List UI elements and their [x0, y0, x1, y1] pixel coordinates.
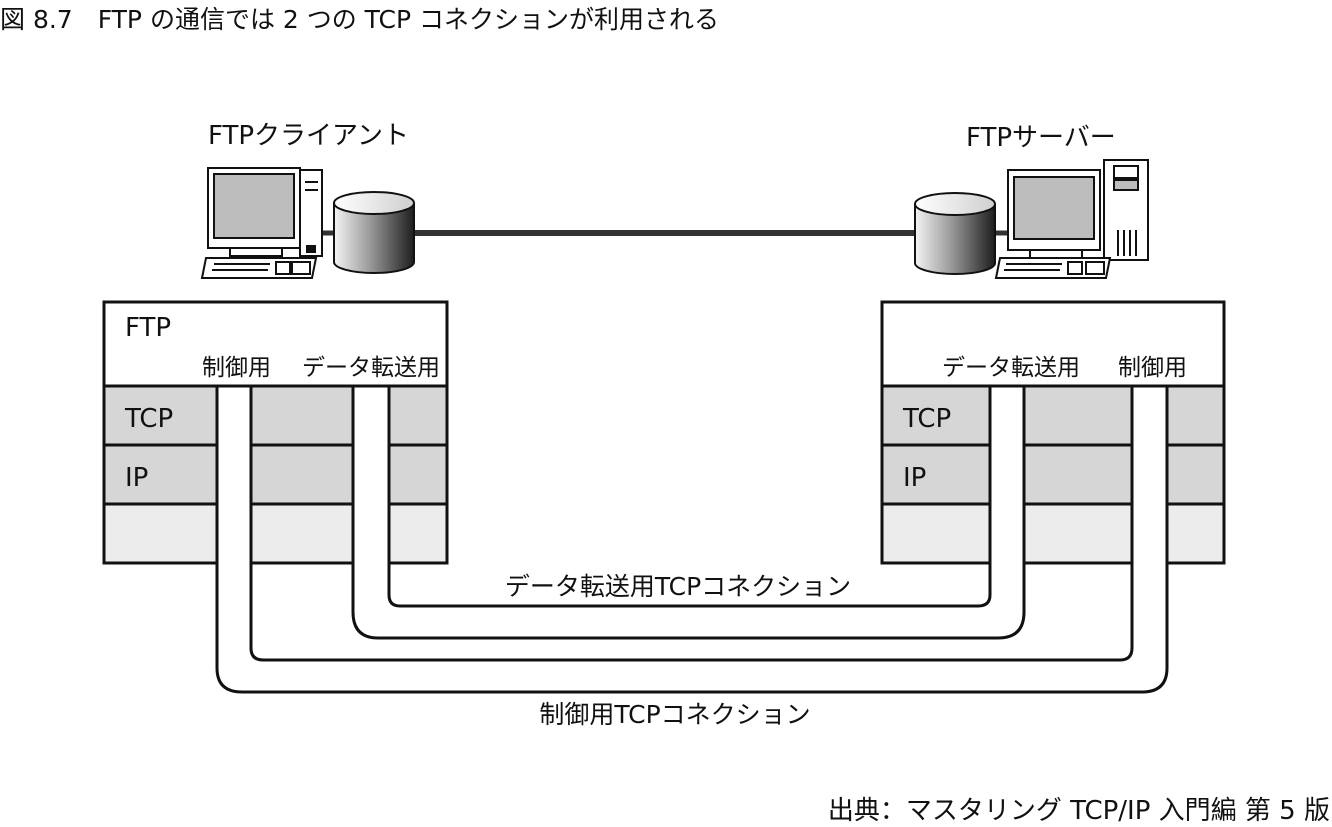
client-computer-icon — [200, 167, 323, 279]
data-connection-inner-line — [387, 562, 992, 608]
server-ip-label: IP — [903, 463, 926, 493]
server-router-icon — [914, 192, 996, 275]
server-ip-cell — [880, 443, 992, 506]
client-tcp-label: TCP — [124, 404, 173, 434]
client-protocol-stack — [102, 300, 449, 565]
client-control-label: 制御用 — [202, 355, 271, 381]
figure-caption: 図 8.7 FTP の通信では 2 つの TCP コネクションが利用される — [0, 5, 719, 34]
client-router-icon — [333, 191, 415, 274]
control-connection-inner-line — [249, 562, 1134, 662]
client-ftp-label: FTP — [125, 313, 171, 343]
control-connection-label: 制御用TCPコネクション — [539, 700, 810, 729]
server-tcp-cell — [880, 384, 992, 447]
server-tcp-label: TCP — [902, 404, 951, 434]
client-ip-label: IP — [125, 463, 148, 493]
server-protocol-stack — [880, 300, 1226, 565]
data-connection-outer-line — [351, 562, 1026, 640]
client-ftp-box — [102, 300, 449, 388]
client-tcp-cell — [102, 384, 219, 447]
figure-source: 出典：マスタリング TCP/IP 入門編 第 5 版 — [827, 796, 1330, 826]
server-computer-icon — [994, 159, 1149, 279]
control-connection-outer-line — [215, 562, 1169, 694]
client-data-label: データ転送用 — [302, 355, 440, 381]
client-ip-cell — [102, 443, 219, 506]
server-control-label: 制御用 — [1118, 355, 1187, 381]
server-title: FTPサーバー — [966, 123, 1116, 153]
data-connection-label: データ転送用TCPコネクション — [505, 572, 851, 601]
server-data-label: データ転送用 — [942, 355, 1080, 381]
client-title: FTPクライアント — [208, 121, 409, 151]
